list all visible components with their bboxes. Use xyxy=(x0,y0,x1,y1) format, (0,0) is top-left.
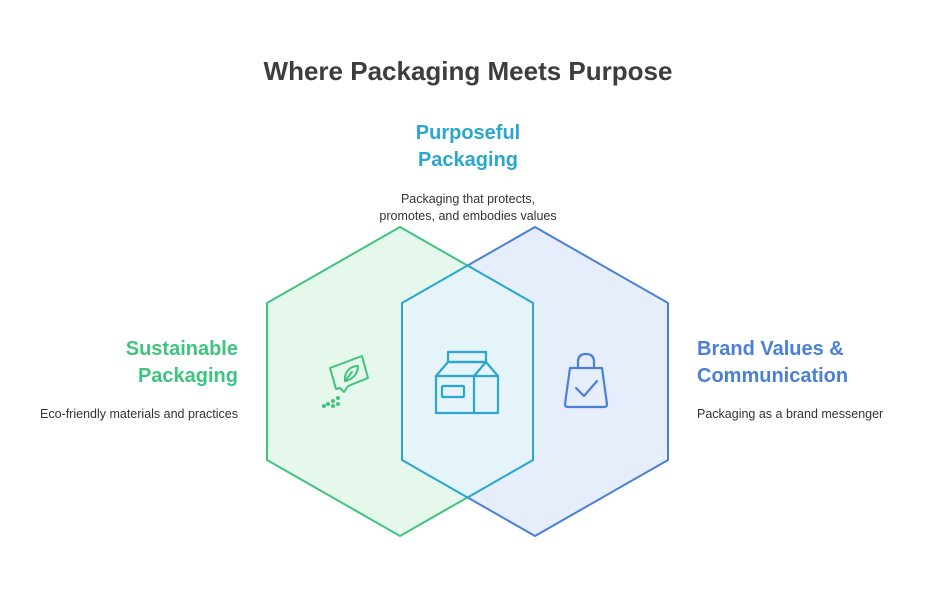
description-line: Packaging as a brand messenger xyxy=(697,407,884,421)
heading-line: Brand Values & xyxy=(697,338,844,360)
page-title: Where Packaging Meets Purpose xyxy=(263,56,673,86)
eco-leaf-sign-icon xyxy=(322,355,369,408)
brand-values-heading: Brand Values & Communication xyxy=(697,336,927,390)
description-line: Packaging that protects, xyxy=(400,192,536,206)
description-line: promotes, and embodies values xyxy=(379,209,557,223)
heading-line: Packaging xyxy=(417,149,519,171)
purposeful-packaging-description: Packaging that protects, promotes, and e… xyxy=(318,191,618,225)
purposeful-packaging-heading: Purposeful Packaging xyxy=(318,120,618,174)
heading-line: Packaging xyxy=(137,365,238,387)
shopping-bag-check-icon xyxy=(563,352,609,409)
sustainable-packaging-heading: Sustainable Packaging xyxy=(40,336,238,390)
brand-values-description: Packaging as a brand messenger xyxy=(697,406,927,423)
purposeful-overlap-region xyxy=(401,264,534,499)
heading-line: Communication xyxy=(697,365,849,387)
milk-carton-icon xyxy=(434,350,500,415)
heading-line: Purposeful xyxy=(415,122,521,144)
description-line: Eco-friendly materials and practices xyxy=(40,407,238,421)
heading-line: Sustainable xyxy=(125,338,238,360)
sustainable-packaging-description: Eco-friendly materials and practices xyxy=(0,406,238,423)
